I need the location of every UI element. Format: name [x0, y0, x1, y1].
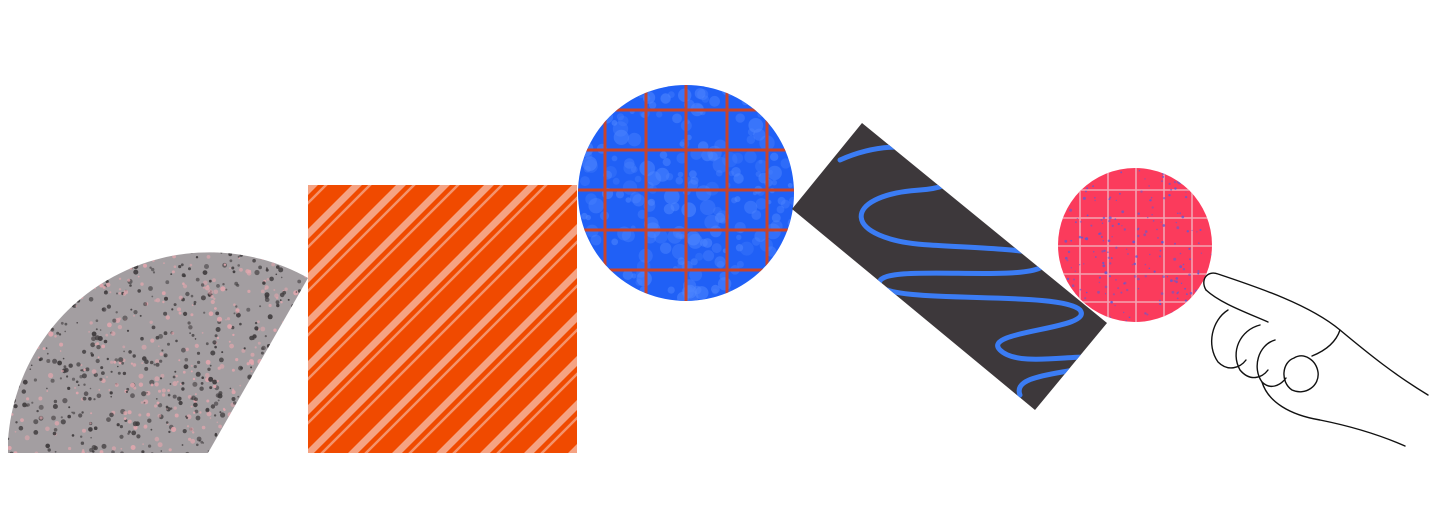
- speckled-quarter-shape: [8, 252, 308, 453]
- striped-square: [308, 185, 577, 453]
- pointing-hand-icon: [1203, 272, 1429, 447]
- wave-bar: [792, 123, 1107, 410]
- grid-blue-circle: [578, 85, 794, 301]
